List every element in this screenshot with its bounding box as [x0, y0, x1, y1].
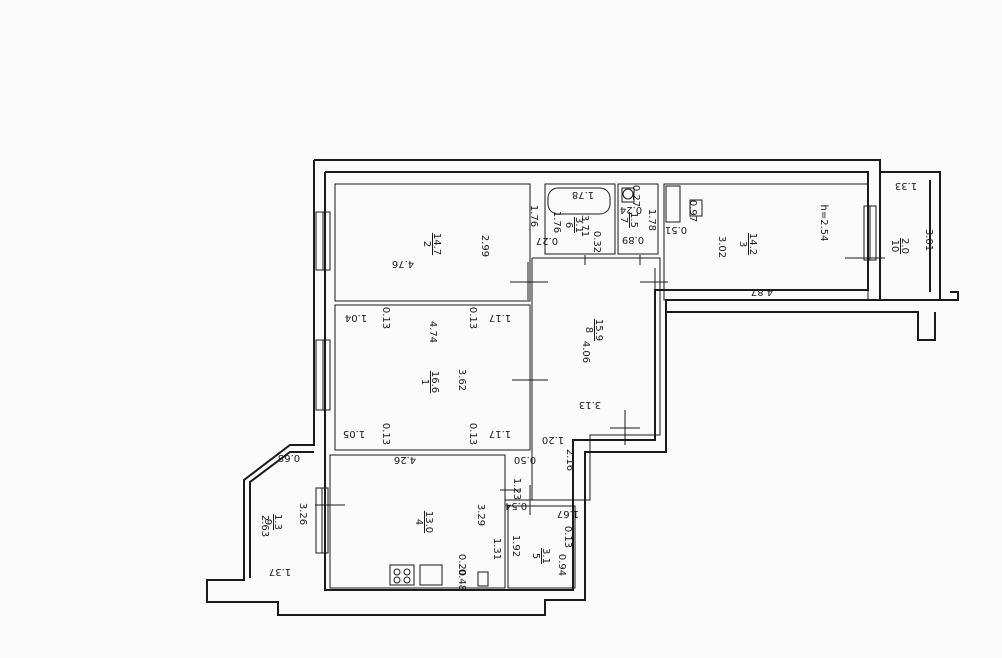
- dimension-label: 1.23: [511, 478, 522, 500]
- dimension-label: 3.71: [579, 215, 590, 237]
- dimension-label: 1.17: [489, 312, 511, 323]
- dimension-label: 3.01: [923, 229, 934, 251]
- bathtub-icon: [547, 187, 611, 215]
- interior-walls: [329, 183, 869, 589]
- dimension-label: 1.05: [343, 428, 365, 439]
- dimension-label: 0.68: [278, 452, 300, 463]
- fixtures: [389, 185, 703, 587]
- door-marks: [315, 255, 885, 515]
- room-area-5: 3.1: [540, 548, 551, 564]
- room-number-1: 1: [419, 379, 430, 385]
- room-area-4: 13.0: [423, 511, 434, 533]
- dimension-label: 2.16: [564, 449, 575, 471]
- dimension-label: 0.48: [456, 569, 467, 591]
- dimension-label: 4.06: [580, 341, 591, 363]
- dimension-label: 4.26: [394, 454, 416, 465]
- dimension-label: 1.67: [557, 508, 579, 519]
- room-number-3: 3: [737, 241, 748, 247]
- dimension-label: 3.29: [475, 504, 486, 526]
- dimension-label: 3.13: [579, 399, 601, 410]
- dimension-label: 1.04: [345, 312, 367, 323]
- room-number-8: 8: [583, 327, 594, 333]
- room-number-7: 7: [618, 217, 629, 223]
- dimension-label: 4.76: [392, 258, 414, 269]
- dimension-label: 1.37: [269, 566, 291, 577]
- dimension-label: 3.62: [456, 369, 467, 391]
- dimension-label: 0.20: [456, 554, 467, 576]
- ceiling-height-label: h=2.54: [818, 205, 829, 242]
- dimension-label: 0.97: [687, 200, 698, 222]
- stove-icon: [389, 564, 415, 586]
- dimension-label: 0.50: [514, 454, 536, 465]
- room-area-9: 1.3: [272, 514, 283, 530]
- dimension-label: 0.13: [467, 423, 478, 445]
- room-area-2: 14.7: [431, 233, 442, 255]
- dimension-label: 1.31: [491, 538, 502, 560]
- room-number-5: 5: [530, 553, 541, 559]
- sink-icon: [419, 564, 443, 586]
- dimension-label: 2.63: [259, 515, 270, 537]
- room-number-10: 10: [889, 240, 900, 253]
- room-area-1: 16.6: [429, 371, 440, 393]
- dimension-label: 1.92: [510, 535, 521, 557]
- room-area-7: 1.5: [628, 212, 639, 228]
- room-number-6: 6: [563, 222, 574, 228]
- dimension-label: 0.89: [622, 234, 644, 245]
- dimension-label: 1.78: [572, 189, 594, 200]
- room-number-9: 9: [262, 519, 273, 525]
- room-area-3: 14.2: [747, 233, 758, 255]
- room-area-10: 2.0: [899, 238, 910, 254]
- radiator-icon: [689, 199, 703, 217]
- dimension-label: 4.74: [427, 321, 438, 343]
- dimension-label: 4.87: [751, 286, 773, 297]
- shelf-icon: [665, 185, 681, 223]
- dimension-label: 0.13: [562, 526, 573, 548]
- dimension-label: 1.17: [489, 428, 511, 439]
- dimension-label: 0.13: [467, 307, 478, 329]
- dimension-label: 1.76: [551, 211, 562, 233]
- dimension-label: 0.54: [505, 500, 527, 511]
- windows: [315, 205, 877, 554]
- dimension-label: 0.27: [630, 185, 641, 207]
- dimension-label: 3.02: [716, 236, 727, 258]
- dimension-label: 0.24: [620, 204, 642, 215]
- dimension-label: 1.76: [528, 205, 539, 227]
- room-number-2: 2: [421, 241, 432, 247]
- dimension-label: 0.32: [591, 231, 602, 253]
- dimension-label: 0.94: [556, 554, 567, 576]
- dimension-label: 3.26: [297, 503, 308, 525]
- dimension-label: 1.33: [895, 180, 917, 191]
- room-area-8: 15.9: [593, 319, 604, 341]
- room-area-6: 3.1: [573, 217, 584, 233]
- dimension-label: 0.51: [665, 224, 687, 235]
- dimension-label: 0.27: [536, 235, 558, 246]
- dimension-label: 2.99: [479, 235, 490, 257]
- dimension-label: 1.78: [646, 209, 657, 231]
- dimension-label: 1.20: [542, 434, 564, 445]
- dimension-label: 0.13: [380, 423, 391, 445]
- room-number-4: 4: [413, 519, 424, 525]
- dimension-label: 0.13: [380, 307, 391, 329]
- toilet-icon: [621, 187, 635, 203]
